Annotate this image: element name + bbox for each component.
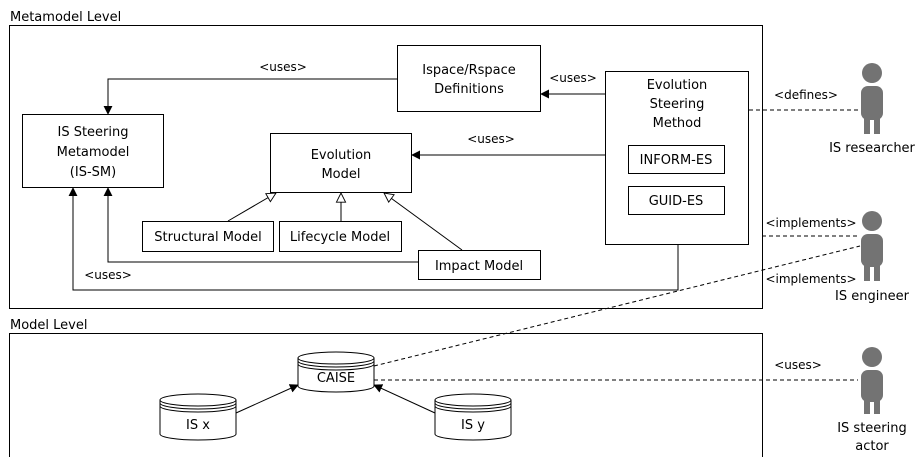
structural-model-box: Structural Model (142, 221, 274, 252)
uses-label-ispace-esm: <uses> (549, 71, 597, 85)
esm-line-1: Evolution (647, 78, 708, 93)
uses-label-actor: <uses> (774, 358, 822, 372)
steering-actor-label-1: IS steering (837, 421, 907, 436)
implements-label-bottom: <implements> (765, 272, 856, 286)
evolution-model-line-1: Evolution (311, 148, 372, 163)
steering-actor-icon (861, 347, 883, 414)
model-level-frame (9, 333, 763, 457)
uses-edge-impact-to-is-steering (103, 187, 418, 263)
edge-is-y-to-caise (373, 384, 436, 414)
is-x-label: IS x (186, 418, 210, 433)
is-y-label: IS y (461, 418, 485, 433)
is-steering-metamodel-box: IS Steering Metamodel (IS-SM) (22, 114, 164, 188)
lifecycle-model-box: Lifecycle Model (279, 221, 402, 252)
generalization-impact (384, 193, 463, 251)
evolution-steering-method-box: Evolution Steering Method INFORM-ES GUID… (605, 71, 749, 245)
uses-edge-esm-to-is-steering (68, 187, 679, 291)
uses-label-is-steering: <uses> (84, 268, 132, 282)
esm-line-2: Steering (650, 97, 705, 112)
evolution-model-box: Evolution Model (270, 133, 412, 193)
metamodel-level-title: Metamodel Level (10, 10, 121, 25)
uses-edge-ispace-to-is-steering (103, 78, 397, 115)
guid-es-box (628, 186, 725, 215)
is-x-database: IS x (159, 393, 237, 441)
generalization-structural (227, 193, 276, 222)
implements-label-top: <implements> (765, 216, 856, 230)
researcher-actor-icon (861, 63, 883, 134)
guid-es-label: GUID-ES (649, 194, 704, 209)
engineer-actor-icon (861, 211, 883, 281)
esm-line-3: Method (653, 116, 702, 131)
uses-label-evolution: <uses> (467, 132, 515, 146)
ispace-rspace-definitions-box: Ispace/Rspace Definitions (397, 45, 541, 112)
uses-label-ispace: <uses> (259, 60, 307, 74)
defines-label: <defines> (774, 88, 838, 102)
is-steering-line-2: Metamodel (57, 145, 130, 160)
researcher-label: IS researcher (829, 141, 915, 156)
structural-model-label: Structural Model (154, 230, 262, 245)
steering-actor-label-2: actor (855, 439, 889, 454)
inform-es-label: INFORM-ES (640, 153, 713, 168)
model-level-title: Model Level (10, 318, 87, 333)
caise-label: CAISE (317, 371, 355, 386)
impact-model-label: Impact Model (435, 259, 523, 274)
impact-model-box: Impact Model (418, 250, 541, 280)
caise-database: CAISE (297, 351, 375, 393)
is-steering-line-3: (IS-SM) (70, 165, 116, 180)
lifecycle-model-label: Lifecycle Model (290, 230, 390, 245)
is-steering-line-1: IS Steering (57, 125, 128, 140)
is-y-database: IS y (434, 393, 512, 441)
ispace-line-2: Definitions (434, 82, 504, 97)
evolution-model-line-2: Model (321, 167, 360, 182)
engineer-label: IS engineer (835, 289, 910, 304)
ispace-line-1: Ispace/Rspace (422, 63, 516, 78)
edge-is-x-to-caise (235, 384, 299, 414)
inform-es-box (628, 145, 725, 174)
